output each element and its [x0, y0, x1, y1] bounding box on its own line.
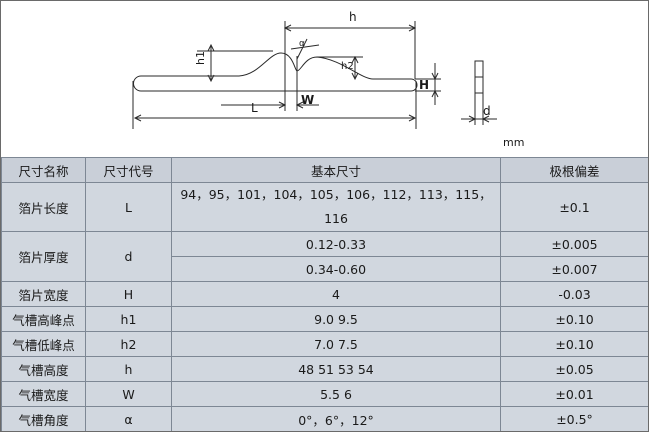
table-row: 气槽宽度 W 5.5 6 ±0.01	[1, 381, 648, 407]
label-h2: h2	[341, 61, 354, 72]
cell-base-line2: 116	[324, 211, 348, 226]
foil-dimension-drawing: h α h1 h2 H L W d mm	[1, 1, 648, 157]
label-h1: h1	[194, 51, 207, 65]
cell-base: 0°，6°，12°	[171, 406, 501, 431]
label-W: W	[301, 93, 315, 107]
col-header-code: 尺寸代号	[85, 157, 172, 183]
cell-name: 气槽高峰点	[1, 306, 86, 332]
cell-base: 4	[171, 281, 501, 307]
cell-code: L	[85, 182, 172, 232]
cell-name: 气槽高度	[1, 356, 86, 382]
cell-tolerance: ±0.01	[500, 381, 648, 407]
cell-tolerance: ±0.1	[500, 182, 648, 232]
table-row: 气槽角度 α 0°，6°，12° ±0.5°	[1, 406, 648, 431]
cell-code: h	[85, 356, 172, 382]
cell-name: 箔片宽度	[1, 281, 86, 307]
cell-name: 箔片厚度	[1, 231, 86, 282]
cell-code: W	[85, 381, 172, 407]
table-row: 气槽低峰点 h2 7.0 7.5 ±0.10	[1, 331, 648, 357]
label-d: d	[483, 104, 491, 118]
foil-outline	[133, 52, 418, 92]
cell-base: 7.0 7.5	[171, 331, 501, 357]
cell-tolerance: ±0.05	[500, 356, 648, 382]
cell-code: H	[85, 281, 172, 307]
table-row: 箔片宽度 H 4 -0.03	[1, 281, 648, 307]
cell-base: 0.34-0.60	[171, 256, 501, 282]
cell-code: h2	[85, 331, 172, 357]
cell-code: d	[85, 231, 172, 282]
cell-name: 气槽宽度	[1, 381, 86, 407]
cell-name: 气槽角度	[1, 406, 86, 431]
table-row: 气槽高峰点 h1 9.0 9.5 ±0.10	[1, 306, 648, 332]
unit-label: mm	[503, 136, 525, 149]
cell-tolerance: ±0.10	[500, 306, 648, 332]
col-header-base: 基本尺寸	[171, 157, 501, 183]
table-row: 气槽高度 h 48 51 53 54 ±0.05	[1, 356, 648, 382]
cell-code: h1	[85, 306, 172, 332]
cell-base-line1: 94，95，101，104，105，106，112，113，115，	[180, 187, 492, 202]
spec-table: 尺寸名称 尺寸代号 基本尺寸 极根偏差 箔片长度 L 94，95，101，104…	[1, 157, 648, 431]
label-H: H	[419, 78, 430, 92]
cell-name: 气槽低峰点	[1, 331, 86, 357]
cell-base: 94，95，101，104，105，106，112，113，115， 116	[171, 182, 501, 232]
col-header-tolerance: 极根偏差	[500, 157, 648, 183]
cell-base: 5.5 6	[171, 381, 501, 407]
cell-tolerance: ±0.007	[500, 256, 648, 282]
cell-base: 48 51 53 54	[171, 356, 501, 382]
cell-code: α	[85, 406, 172, 431]
cell-name: 箔片长度	[1, 182, 86, 232]
table-row: 箔片长度 L 94，95，101，104，105，106，112，113，115…	[1, 182, 648, 232]
alpha-marker	[290, 44, 320, 50]
table-row: 箔片厚度 d 0.12-0.33 ±0.005	[1, 231, 648, 282]
col-header-name: 尺寸名称	[1, 157, 86, 183]
foil-drawing-svg	[132, 21, 497, 129]
label-alpha: α	[299, 39, 305, 49]
cell-base: 0.12-0.33	[171, 231, 501, 257]
cell-tolerance: -0.03	[500, 281, 648, 307]
cell-tolerance: ±0.005	[500, 231, 648, 257]
cell-tolerance: ±0.5°	[500, 406, 648, 431]
table-header-row: 尺寸名称 尺寸代号 基本尺寸 极根偏差	[1, 157, 648, 183]
label-h: h	[349, 10, 357, 24]
cell-base: 9.0 9.5	[171, 306, 501, 332]
cell-tolerance: ±0.10	[500, 331, 648, 357]
label-L: L	[251, 101, 258, 115]
